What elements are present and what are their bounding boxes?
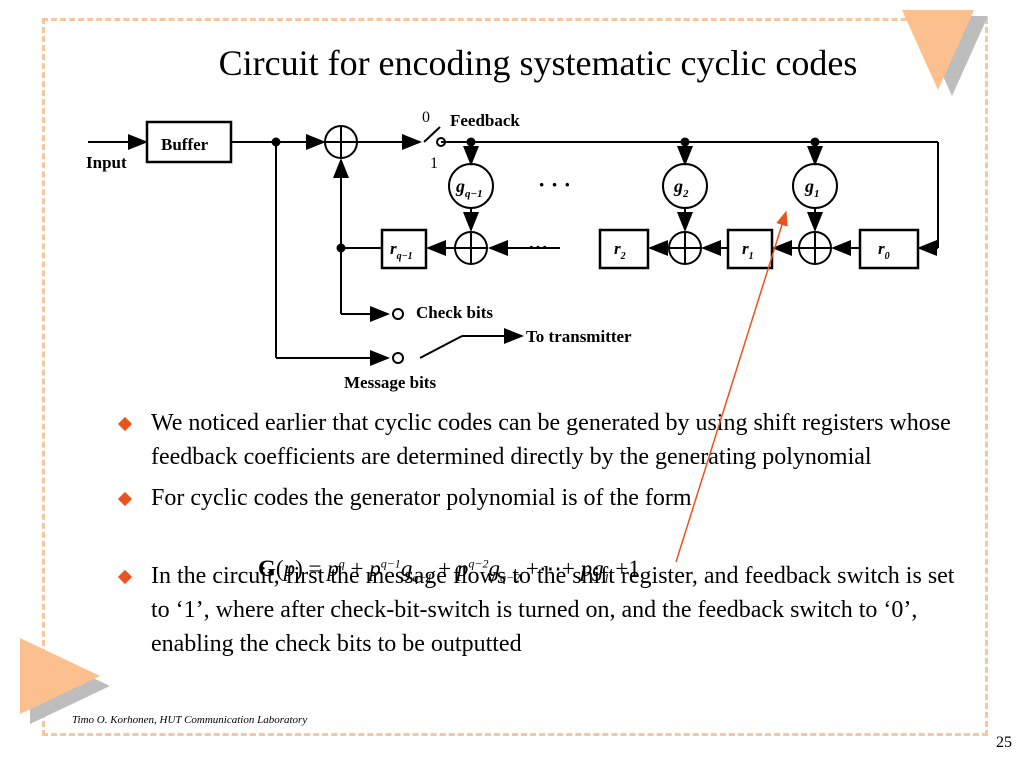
bullet-text: We noticed earlier that cyclic codes can… [151,410,951,470]
svg-text:gq−1: gq−1 [455,176,483,200]
coef-g2-sub: 2 [682,188,689,200]
coef-g1-circle [792,163,838,209]
reg-r1-sub: 1 [749,251,754,262]
bullet-text: For cyclic codes the generator polynomia… [151,485,692,511]
reg-r0 [858,228,920,270]
svg-text:g1: g1 [804,176,820,200]
input-label: Input [86,153,127,172]
coef-g2-label: g [673,176,683,196]
generator-polynomial-formula: G(p) = pq + pq−1gq−1 + pq−2gq−2 +⋯+ pg1 … [258,556,640,585]
reg-rq1-sub: q−1 [397,251,413,262]
reg-r1 [726,228,774,270]
feedback-label: Feedback [450,111,520,130]
bullet-item: For cyclic codes the generator polynomia… [117,481,978,515]
bullet-item: We noticed earlier that cyclic codes can… [117,406,978,474]
diamond-bullet-icon [117,491,133,507]
svg-text:r2: r2 [614,239,626,262]
footer-author: Timo O. Korhonen, HUT Communication Labo… [72,714,308,726]
reg-rq1 [380,228,428,270]
bullet-list: We noticed earlier that cyclic codes can… [117,406,978,661]
reg-rq1-label: r [390,239,397,258]
encoder-circuit-diagram: Input Buffer 0 1 Feedback gq−1 g2 g1 · ·… [86,109,939,392]
diamond-bullet-icon [117,416,133,432]
bullet-text: In the circuit, first the message flows … [151,563,955,657]
switch-0-label: 0 [422,109,430,126]
reg-r2 [598,228,650,270]
coef-g1-label: g [804,176,814,196]
coef-g1-sub: 1 [814,188,820,200]
dots-mid: ··· [528,237,548,259]
message-bits-label: Message bits [344,373,436,392]
check-bits-label: Check bits [416,303,493,322]
bottom-left-triangle-decoration [20,638,110,724]
coef-gq1-sub: q−1 [465,188,483,200]
svg-text:rq−1: rq−1 [390,239,413,262]
dots-top: · · · [538,172,571,197]
coef-g2-circle [662,163,708,209]
svg-text:r0: r0 [878,239,890,262]
top-right-triangle-decoration [902,10,988,96]
diamond-bullet-icon [117,569,133,585]
slide-frame [42,18,988,736]
bullet-item: In the circuit, first the message flows … [117,559,978,661]
buffer-label: Buffer [161,135,209,154]
reg-r0-sub: 0 [885,251,890,262]
reg-r2-sub: 2 [620,251,626,262]
page-number: 25 [996,734,1012,751]
coef-gq1-label: g [455,176,465,196]
to-transmitter-label: To transmitter [526,327,632,346]
reg-r2-label: r [614,239,621,258]
reg-r0-label: r [878,239,885,258]
slide-title: Circuit for encoding systematic cyclic c… [218,43,858,83]
svg-text:r1: r1 [742,239,754,262]
switch-1-label: 1 [430,155,438,172]
svg-text:g2: g2 [673,176,689,200]
